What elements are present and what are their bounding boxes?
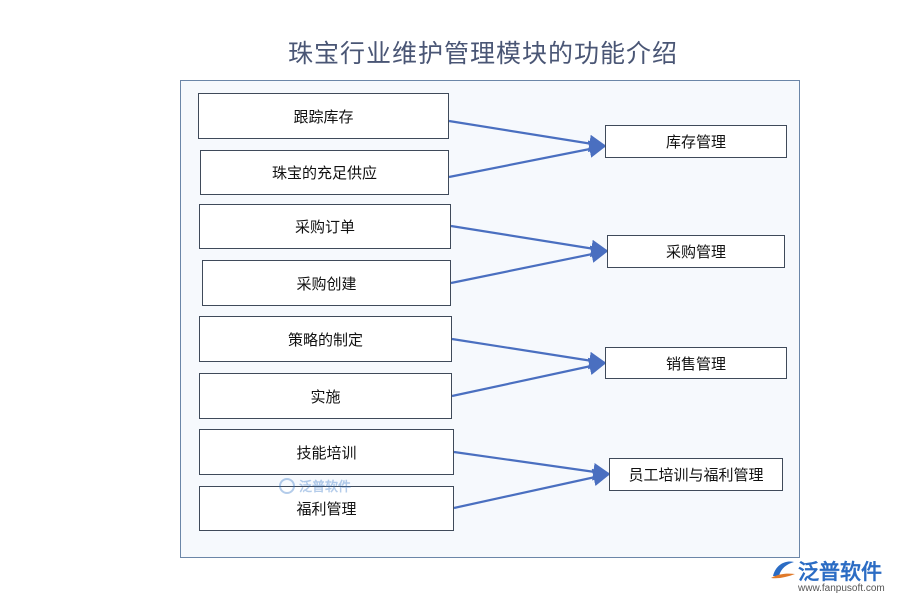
input-label: 实施 (310, 387, 341, 406)
brand-logo-icon (771, 561, 795, 579)
connector-arrow-4 (450, 245, 609, 285)
input-box-purchase-order: 采购订单 (199, 204, 451, 249)
input-box-implementation: 实施 (199, 373, 452, 419)
input-box-purchase-create: 采购创建 (202, 260, 451, 306)
connector-arrow-1 (448, 119, 607, 153)
page-title: 珠宝行业维护管理模块的功能介绍 (287, 39, 678, 68)
input-label: 跟踪库存 (293, 107, 354, 126)
brand-name: 泛普软件 (798, 560, 882, 584)
connector-arrow-6 (451, 357, 607, 398)
connector-arrow-7 (453, 450, 611, 481)
input-label: 福利管理 (296, 500, 357, 518)
output-box-training-benefits-mgmt: 员工培训与福利管理 (609, 458, 783, 491)
output-box-sales-mgmt: 销售管理 (605, 347, 787, 379)
input-label: 珠宝的充足供应 (271, 164, 377, 182)
brand-url: www.fanpusoft.com (798, 583, 885, 594)
output-box-purchase-mgmt: 采购管理 (607, 235, 785, 268)
input-box-jewelry-supply: 珠宝的充足供应 (200, 150, 449, 195)
connector-arrow-5 (451, 337, 607, 370)
connector-arrow-8 (453, 468, 611, 510)
input-box-track-inventory: 跟踪库存 (198, 93, 449, 139)
output-label: 采购管理 (665, 243, 726, 261)
watermark-text: 泛普软件 (299, 480, 352, 495)
brand-logo: 泛普软件 www.fanpusoft.com (770, 556, 895, 596)
output-label: 库存管理 (665, 133, 726, 151)
connector-arrow-2 (448, 140, 607, 179)
output-label: 员工培训与福利管理 (628, 466, 764, 484)
input-box-skill-training: 技能培训 (199, 429, 454, 475)
output-box-inventory-mgmt: 库存管理 (605, 125, 787, 158)
input-label: 策略的制定 (287, 330, 363, 349)
input-box-benefits: 福利管理 (199, 486, 454, 531)
watermark-logo-icon (279, 477, 295, 494)
output-label: 销售管理 (665, 354, 726, 373)
connector-arrow-3 (450, 224, 609, 258)
input-label: 采购订单 (294, 218, 355, 236)
watermark: 泛普软件 (279, 476, 351, 495)
input-label: 采购创建 (296, 274, 357, 293)
input-label: 技能培训 (296, 443, 357, 462)
input-box-strategy: 策略的制定 (199, 316, 452, 362)
